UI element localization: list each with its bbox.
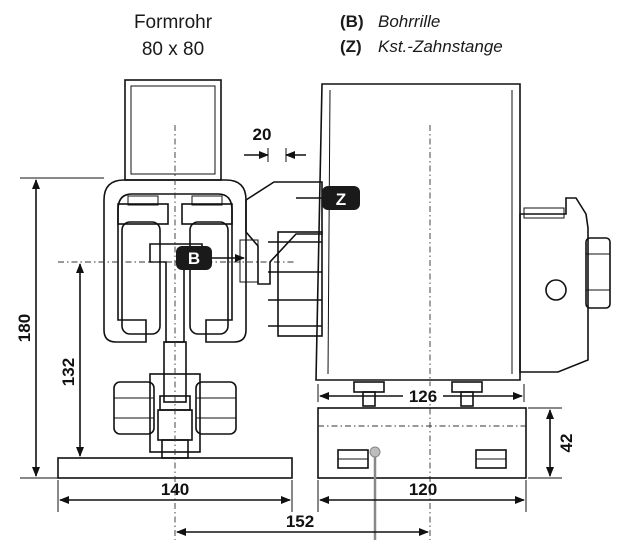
square-tube-inner — [130, 85, 216, 175]
right-roller-top — [181, 203, 233, 225]
drive-screw-hole — [545, 279, 567, 301]
legend-z-key: (Z) — [340, 37, 362, 56]
drive-housing — [519, 197, 589, 373]
dim-180: 180 — [15, 177, 104, 479]
dim-126-label: 126 — [409, 387, 437, 406]
left-nut — [113, 381, 155, 435]
left-roller-cap — [127, 195, 159, 206]
profile-label-line2: 80 x 80 — [142, 39, 204, 60]
drill-groove — [239, 239, 259, 283]
dim-126: 126 — [317, 384, 525, 406]
drive-shaft-collar — [585, 237, 611, 309]
legend-b-text: Bohrrille — [378, 12, 440, 31]
dim-132: 132 — [59, 263, 84, 457]
profile-label-line1: Formrohr — [134, 12, 213, 33]
leader-dot — [369, 446, 381, 458]
marker-b-label: B — [188, 249, 200, 268]
rack-bracket — [245, 181, 323, 285]
marker-z-label: Z — [336, 190, 346, 209]
legend-z-text: Kst.-Zahnstange — [378, 37, 503, 56]
dim-140-label: 140 — [161, 480, 189, 499]
marker-b: B — [176, 246, 245, 270]
dim-120: 120 — [317, 480, 527, 512]
dim-42-label: 42 — [557, 434, 576, 453]
legend-b-key: (B) — [340, 12, 364, 31]
right-roller-cap — [191, 195, 223, 206]
right-nut — [195, 381, 237, 435]
rack-body — [277, 231, 323, 337]
dim-152: 152 — [176, 512, 429, 536]
dim-42: 42 — [528, 407, 576, 479]
bolt-left-head — [353, 381, 385, 393]
dim-120-label: 120 — [409, 480, 437, 499]
dim-180-label: 180 — [15, 314, 34, 342]
marker-z: Z — [296, 186, 360, 210]
dim-20-label: 20 — [253, 125, 272, 144]
left-view — [57, 79, 323, 540]
left-roller-top — [117, 203, 169, 225]
base-plate-right — [317, 407, 527, 479]
square-tube-profile — [124, 79, 222, 181]
right-roller-block — [189, 221, 229, 335]
bolt-right-head — [451, 381, 483, 393]
right-view — [315, 83, 611, 540]
rail-profile — [315, 83, 521, 381]
dim-132-label: 132 — [59, 358, 78, 386]
dim-152-label: 152 — [286, 512, 314, 531]
dim-20: 20 — [244, 125, 306, 162]
dim-140: 140 — [57, 480, 293, 512]
left-roller-block — [121, 221, 161, 335]
